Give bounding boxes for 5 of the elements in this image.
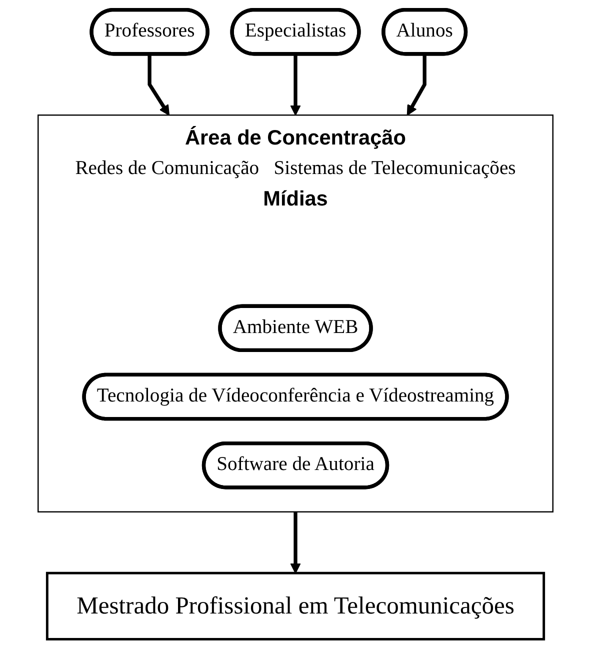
arrow bbox=[406, 54, 426, 116]
node-box: Mestrado Profissional em Telecomunicações bbox=[46, 572, 546, 640]
arrow bbox=[290, 512, 301, 574]
arrow bbox=[290, 54, 301, 116]
arrow bbox=[148, 54, 170, 116]
